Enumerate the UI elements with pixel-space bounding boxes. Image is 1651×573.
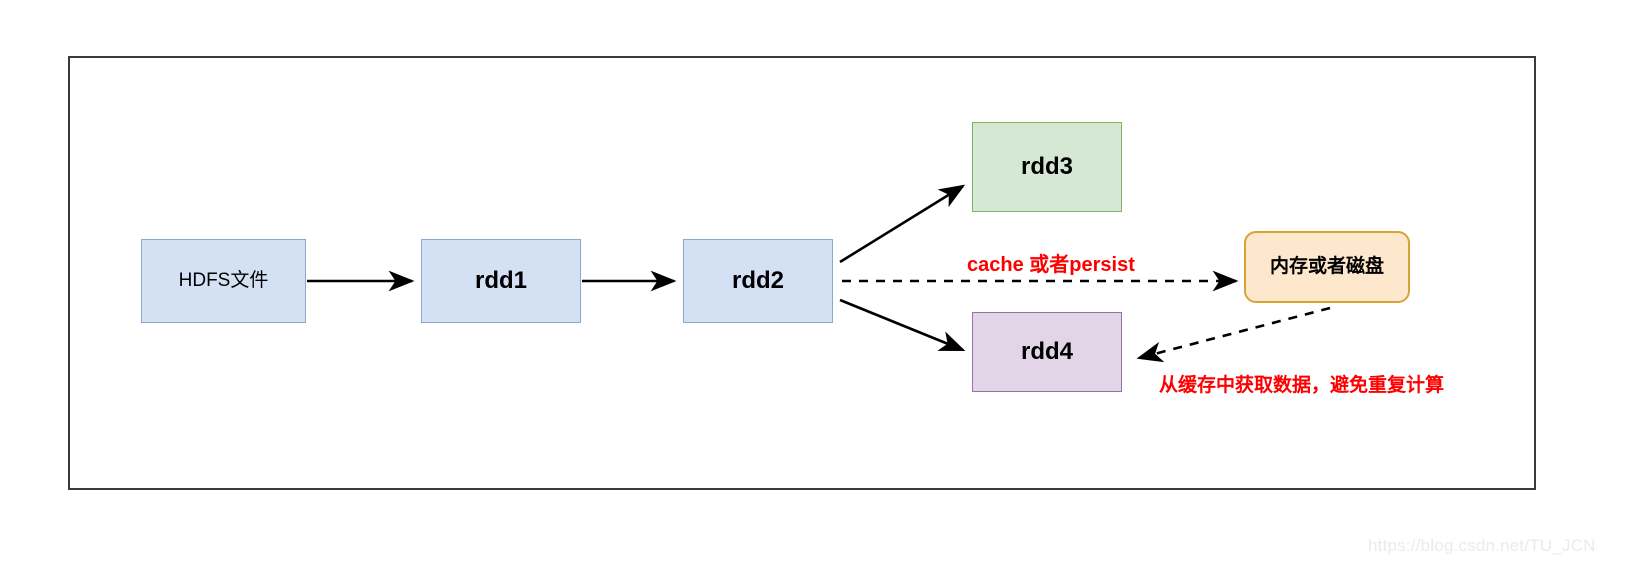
edge-label-from-cache: 从缓存中获取数据，避免重复计算 xyxy=(1159,375,1445,396)
edge-label-cache-or-persist: cache 或者persist xyxy=(967,254,1135,276)
node-rdd3[interactable]: rdd3 xyxy=(972,122,1122,212)
node-rdd2[interactable]: rdd2 xyxy=(683,239,833,323)
node-rdd3-label: rdd3 xyxy=(1020,152,1073,180)
node-storage-label: 内存或者磁盘 xyxy=(1269,255,1384,277)
node-storage[interactable]: 内存或者磁盘 xyxy=(1244,231,1410,303)
node-hdfs[interactable]: HDFS文件 xyxy=(141,239,306,323)
node-rdd1-label: rdd1 xyxy=(474,266,527,294)
watermark: https://blog.csdn.net/TU_JCN xyxy=(1368,536,1596,555)
node-rdd2-label: rdd2 xyxy=(731,266,784,294)
node-rdd4-label: rdd4 xyxy=(1020,337,1073,365)
node-rdd4[interactable]: rdd4 xyxy=(972,312,1122,392)
node-rdd1[interactable]: rdd1 xyxy=(421,239,581,323)
node-hdfs-label: HDFS文件 xyxy=(178,269,269,291)
